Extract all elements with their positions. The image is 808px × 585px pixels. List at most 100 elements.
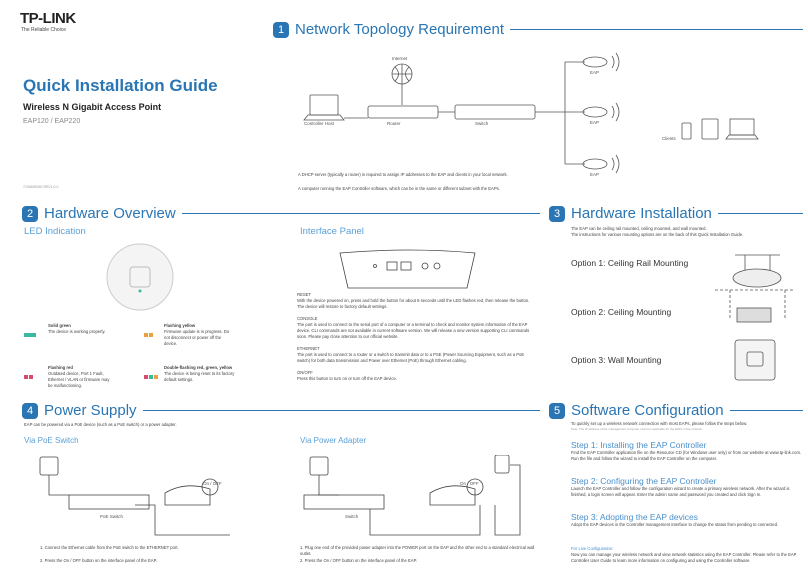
section-title: Software Configuration bbox=[571, 402, 724, 419]
section-header-2: 2 Hardware Overview bbox=[22, 205, 540, 222]
outlet-icon bbox=[309, 456, 329, 476]
eap-label: EAP bbox=[590, 120, 600, 125]
step-title: Step 1: Installing the EAP Controller bbox=[571, 440, 707, 450]
network-topology-diagram bbox=[303, 52, 620, 174]
led-state-name: Flashing yellow bbox=[164, 323, 196, 328]
outlet-icon bbox=[39, 456, 59, 476]
clients-label: Clients bbox=[662, 136, 676, 141]
software-intro: To quickly set up a wireless network con… bbox=[571, 421, 748, 426]
section-title: Hardware Installation bbox=[571, 205, 712, 222]
requirement-bullet: A DHCP server (typically a router) is re… bbox=[298, 172, 508, 177]
divider bbox=[510, 29, 803, 30]
onoff-label: On / OFF bbox=[460, 481, 479, 486]
mounting-option: Option 1: Ceiling Rail Mounting bbox=[571, 258, 689, 268]
document-code: 7106505340 REV1.0.0 bbox=[23, 185, 59, 189]
port-name: ON/OFF bbox=[297, 370, 313, 375]
mounting-illustrations bbox=[715, 254, 795, 381]
step-title: Step 2: Configuring the EAP Controller bbox=[571, 476, 717, 486]
section-header-4: 4 Power Supply bbox=[22, 402, 540, 419]
step-desc: Adopt the EAP devices in the Controller … bbox=[571, 522, 779, 527]
onoff-label: On / OFF bbox=[203, 481, 222, 486]
product-subtitle: Wireless N Gigabit Access Point bbox=[23, 102, 162, 112]
step-desc: Launch the EAP Controller and follow the… bbox=[571, 486, 790, 497]
eap-label: EAP bbox=[590, 70, 600, 75]
divider bbox=[142, 410, 540, 411]
mounting-option: Option 3: Wall Mounting bbox=[571, 355, 662, 365]
wall-mount-icon bbox=[734, 339, 776, 381]
adapter-connection-diagram bbox=[303, 455, 521, 536]
internet-label: Internet bbox=[392, 56, 408, 61]
section-header-3: 3 Hardware Installation bbox=[549, 205, 803, 222]
led-state-name: Solid green bbox=[48, 323, 71, 328]
guide-title: Quick Installation Guide bbox=[23, 76, 218, 95]
client-devices-icon bbox=[681, 118, 759, 140]
port-desc: The port is used to connect to a router … bbox=[297, 352, 525, 363]
wall-outlet-icon bbox=[494, 455, 510, 474]
led-state-desc: The device is working properly. bbox=[48, 329, 106, 334]
installation-intro: The instructions for various mounting op… bbox=[571, 232, 744, 237]
divider bbox=[717, 213, 803, 214]
switch-icon bbox=[303, 494, 385, 510]
section-number: 2 bbox=[22, 205, 38, 222]
installation-intro: The EAP can be ceiling rail mounted, cei… bbox=[571, 226, 707, 231]
tp-link-logo: TP-LINK bbox=[20, 10, 76, 27]
interface-panel-descriptions: RESET With the device powered on, press … bbox=[297, 292, 537, 382]
port-desc: Press this button to turn on or turn off… bbox=[297, 376, 397, 381]
software-configuration-content: To quickly set up a wireless network con… bbox=[571, 421, 803, 564]
section-number: 3 bbox=[549, 205, 565, 222]
switch-label: Switch bbox=[475, 121, 489, 126]
eap-icon bbox=[429, 485, 476, 506]
step-title: Step 3: Adopting the EAP devices bbox=[571, 512, 698, 522]
led-indication-title: LED Indication bbox=[24, 226, 86, 237]
led-state-desc: Outdated device, Port 1 Fault, Ethernet … bbox=[48, 371, 110, 388]
model-numbers: EAP120 / EAP220 bbox=[23, 118, 81, 125]
router-icon bbox=[367, 105, 439, 119]
interface-panel-image bbox=[339, 249, 476, 289]
poe-switch-label: PoE Switch bbox=[100, 514, 124, 519]
port-desc: The port is used to connect to the seria… bbox=[297, 322, 530, 339]
eap-icon bbox=[582, 158, 608, 170]
power-intro: EAP can be powered via a PoE device (suc… bbox=[24, 422, 177, 427]
live-config-desc: Now you can manage your wireless network… bbox=[571, 552, 797, 563]
eap-icon bbox=[582, 106, 608, 118]
section-title: Network Topology Requirement bbox=[295, 21, 504, 38]
switch-label: Switch bbox=[345, 514, 359, 519]
port-desc: With the device powered on, press and ho… bbox=[297, 298, 530, 309]
mounting-option: Option 2: Ceiling Mounting bbox=[571, 307, 672, 317]
eap-icon bbox=[164, 485, 211, 506]
section-title: Hardware Overview bbox=[44, 205, 176, 222]
poe-switch-title: Via PoE Switch bbox=[24, 436, 79, 445]
port-name: RESET bbox=[297, 292, 311, 297]
section-number: 1 bbox=[273, 21, 289, 38]
led-state-desc: Firmware update is in progress. Do not d… bbox=[164, 329, 230, 346]
ceiling-icon bbox=[715, 289, 795, 320]
led-state-name: Double-flashing red, green, yellow bbox=[164, 365, 233, 370]
section-number: 4 bbox=[22, 402, 38, 419]
port-name: CONSOLE bbox=[297, 316, 318, 321]
led-state-desc: The device is being reset to its factory… bbox=[164, 371, 235, 382]
laptop-icon bbox=[309, 94, 339, 116]
port-name: ETHERNET bbox=[297, 346, 320, 351]
live-config-title: For Live Configuration: bbox=[571, 546, 614, 551]
poe-step: 1. Connect the Ethernet cable from the P… bbox=[40, 545, 179, 550]
eap-icon bbox=[582, 56, 608, 68]
tagline: The Reliable Choice bbox=[21, 27, 67, 33]
step-desc: Find the EAP Controller application file… bbox=[571, 450, 802, 461]
adapter-step: 2. Press the On / OFF button on the inte… bbox=[300, 558, 418, 563]
requirement-bullet: A computer running the EAP Controller so… bbox=[298, 186, 500, 191]
divider bbox=[181, 213, 540, 214]
router-label: Router bbox=[387, 121, 401, 126]
eap-device-image bbox=[106, 243, 174, 311]
led-state-name: Flashing red bbox=[48, 365, 73, 370]
power-adapter-title: Via Power Adapter bbox=[300, 436, 367, 445]
section-number: 5 bbox=[549, 402, 565, 419]
section-title: Power Supply bbox=[44, 402, 137, 419]
interface-panel-title: Interface Panel bbox=[300, 226, 364, 237]
adapter-step: 1. Plug one end of the provided power ad… bbox=[300, 545, 535, 556]
poe-step: 2. Press the On / OFF button on the inte… bbox=[40, 558, 158, 563]
section-header-5: 5 Software Configuration bbox=[549, 402, 803, 419]
controller-host-label: Controller Host bbox=[304, 121, 335, 126]
eap-label: EAP bbox=[590, 172, 600, 177]
software-note: Note: The IP address of the management c… bbox=[571, 427, 703, 431]
